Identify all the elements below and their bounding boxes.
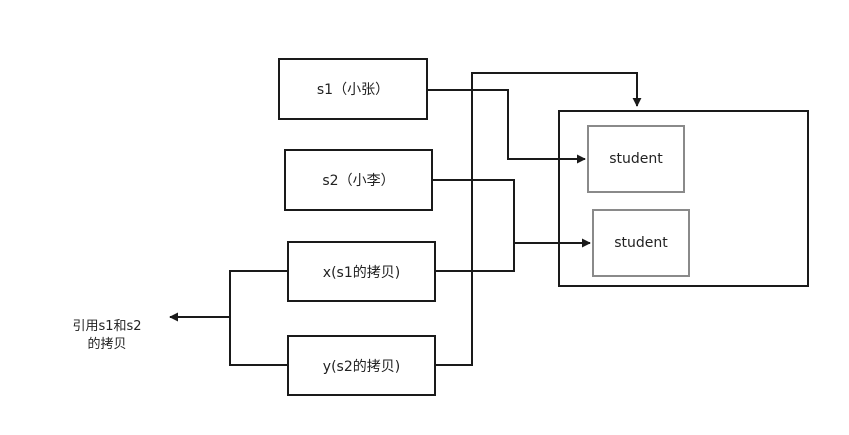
- y-label: y(s2的拷贝): [322, 358, 401, 375]
- student-object-1: student: [587, 125, 685, 193]
- student-object-1-label: student: [609, 151, 663, 167]
- bracket-line: [229, 270, 288, 366]
- student-object-2-label: student: [614, 235, 668, 251]
- x-label: x(s1的拷贝): [322, 264, 401, 281]
- y-node: y(s2的拷贝): [287, 335, 436, 396]
- s2-label: s2（小李）: [322, 173, 395, 189]
- x-link-line: [436, 243, 515, 272]
- s1-label: s1（小张）: [316, 82, 390, 98]
- s1-node: s1（小张）: [278, 58, 428, 120]
- x-node: x(s1的拷贝): [287, 241, 436, 302]
- student-object-2: student: [592, 209, 690, 277]
- note-line-1: 引用s1和s2: [72, 319, 142, 334]
- s1-to-student-1-arrow: [427, 89, 586, 164]
- s2-node: s2（小李）: [284, 149, 433, 211]
- y-to-container-arrow: [436, 72, 642, 366]
- heap-container: [558, 110, 809, 287]
- copy-reference-note: 引用s1和s2 的拷贝: [52, 318, 162, 354]
- note-line-2: 的拷贝: [87, 337, 127, 352]
